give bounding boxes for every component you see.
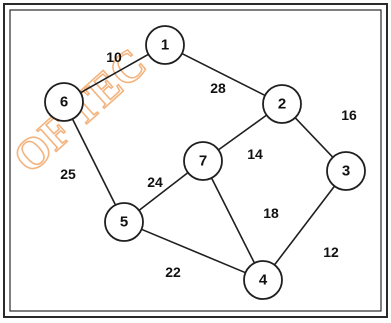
outer-frame [3,3,388,318]
node-6: 6 [44,82,84,122]
node-2: 2 [262,84,302,124]
edge-weight-7-4: 18 [263,205,279,221]
edge-weight-2-7: 14 [247,146,263,162]
node-circle-2 [262,84,302,124]
edge-1-6 [80,53,149,94]
node-label-2: 2 [278,96,286,113]
edge-1-2 [181,52,266,97]
node-label-3: 3 [342,163,350,180]
edge-weight-5-7: 24 [147,174,163,190]
node-label-7: 7 [199,153,207,170]
node-7: 7 [183,141,223,181]
edge-7-4 [210,177,256,264]
node-label-6: 6 [60,94,68,111]
edge-2-3 [294,117,334,158]
edge-weight-1-6: 10 [106,49,122,65]
node-circle-6 [44,82,84,122]
edge-5-4 [141,228,246,274]
edges [71,52,336,274]
node-label-1: 1 [161,37,169,54]
node-circle-7 [183,141,223,181]
edge-weight-2-3: 16 [341,107,357,123]
edge-3-4 [273,185,336,266]
node-3: 3 [326,151,366,191]
edge-weight-5-4: 22 [165,264,181,280]
node-circle-1 [145,25,185,65]
edge-5-7 [138,171,189,212]
node-circle-3 [326,151,366,191]
node-label-4: 4 [259,272,268,289]
edge-weight-3-4: 12 [323,244,339,260]
edge-weight-6-5: 25 [60,166,76,182]
edge-weight-1-2: 28 [210,80,226,96]
node-5: 5 [104,202,144,242]
node-circle-4 [243,260,283,300]
edge-6-5 [71,118,117,206]
edge-2-7 [217,114,268,151]
node-label-5: 5 [120,214,128,231]
node-circle-5 [104,202,144,242]
inner-frame [9,9,382,312]
node-4: 4 [243,260,283,300]
node-1: 1 [145,25,185,65]
